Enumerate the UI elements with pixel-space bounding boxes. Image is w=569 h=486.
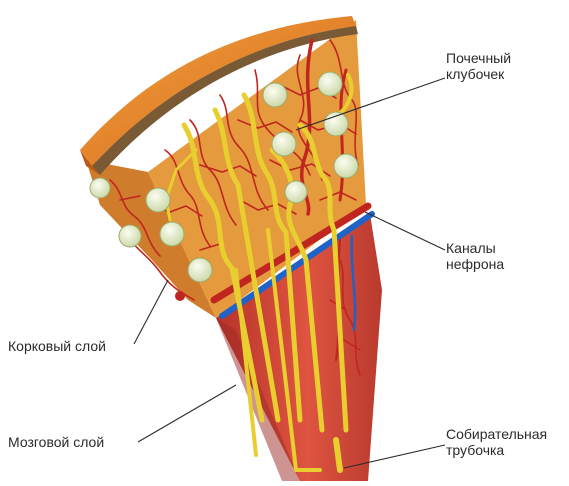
label-nephron-canals: Каналы нефрона — [446, 240, 504, 272]
label-cortex-text: Корковый слой — [8, 338, 106, 354]
label-collecting-duct-line2: трубочка — [446, 442, 547, 458]
label-medulla-text: Мозговой слой — [8, 434, 104, 450]
label-glomerulus-line2: клубочек — [446, 66, 511, 82]
label-collecting-duct: Собирательная трубочка — [446, 426, 547, 458]
label-cortex: Корковый слой — [8, 338, 106, 354]
label-medulla: Мозговой слой — [8, 434, 104, 450]
label-glomerulus-line1: Почечный — [446, 50, 511, 66]
leader-line-nephron-canals — [365, 212, 445, 250]
label-glomerulus: Почечный клубочек — [446, 50, 511, 82]
label-nephron-canals-line1: Каналы — [446, 240, 504, 256]
leader-line-cortex — [134, 280, 168, 344]
label-collecting-duct-line1: Собирательная — [446, 426, 547, 442]
vessel-dot — [175, 291, 185, 301]
label-nephron-canals-line2: нефрона — [446, 256, 504, 272]
leader-line-medulla — [138, 385, 236, 442]
